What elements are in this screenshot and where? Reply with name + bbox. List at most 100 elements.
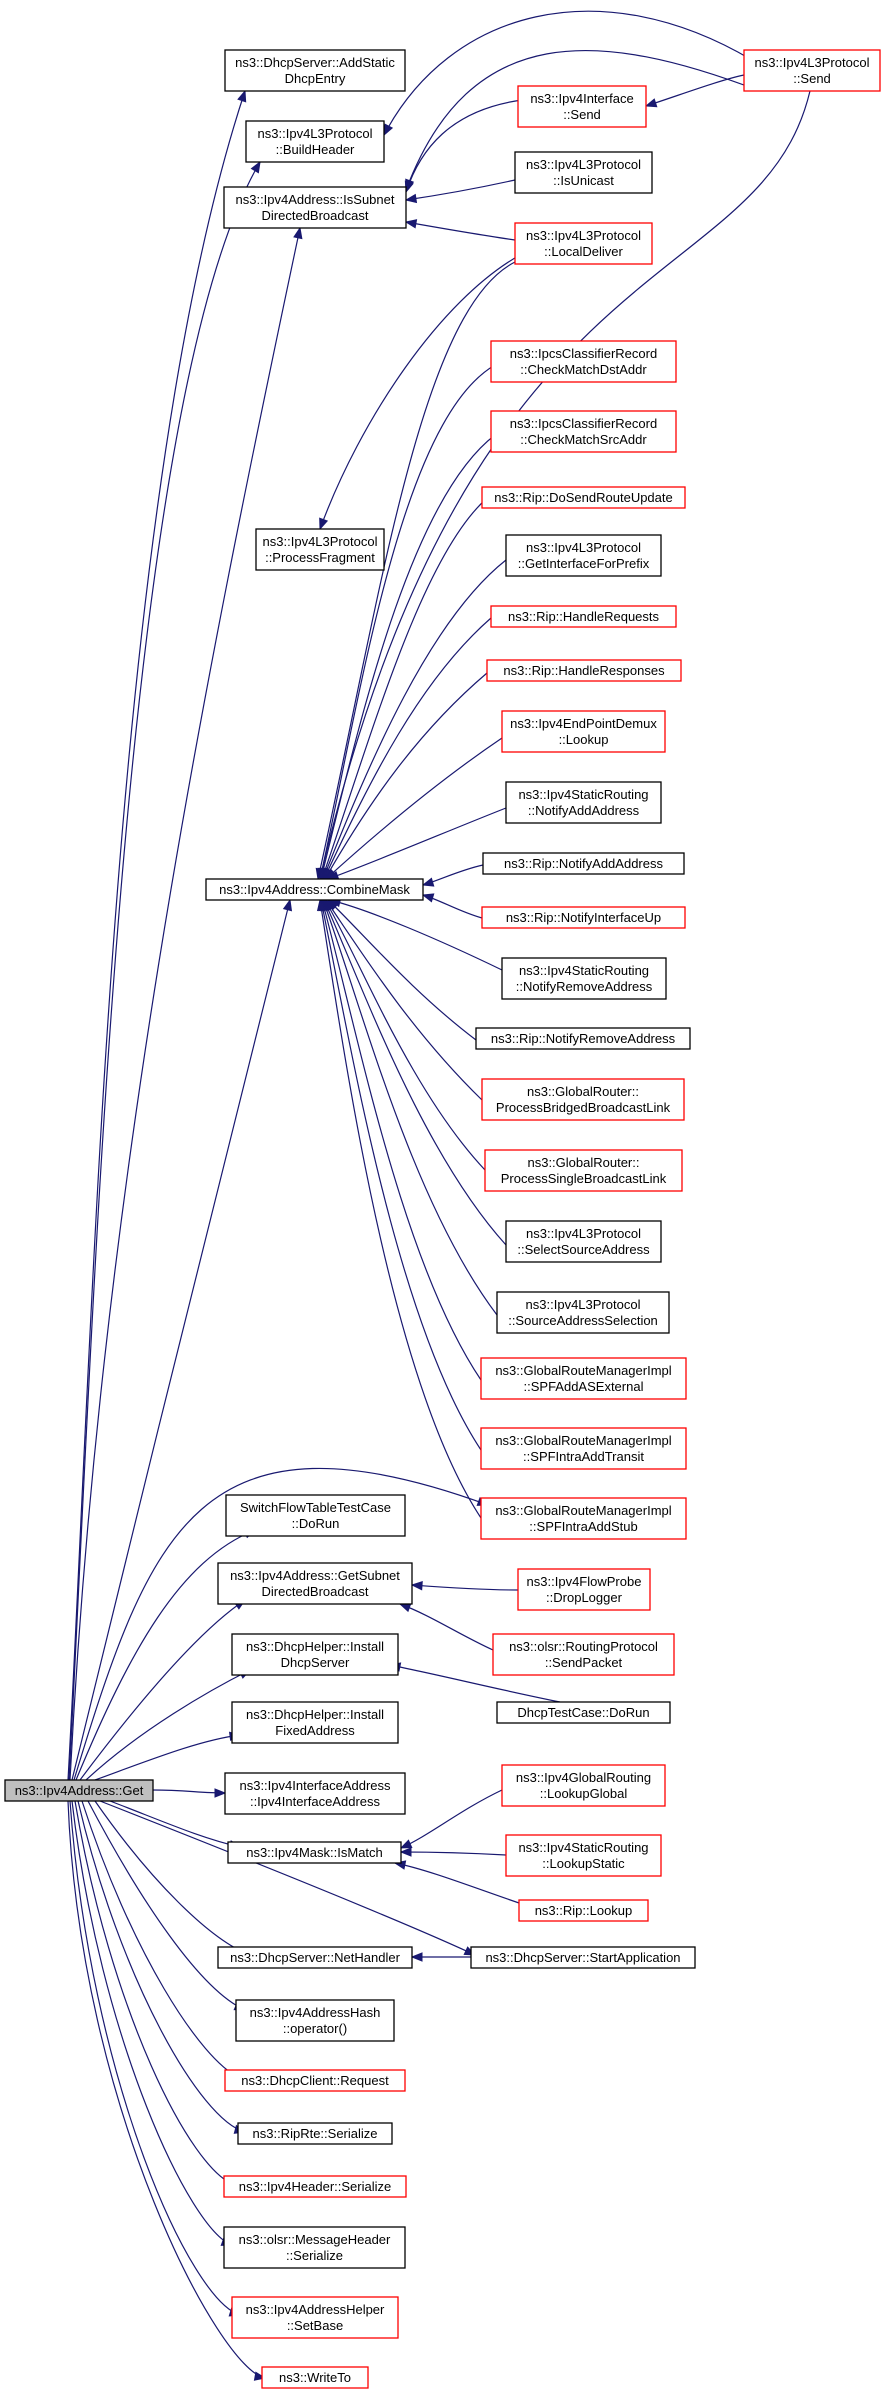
node-buildheader[interactable]: ns3::Ipv4L3Protocol::BuildHeader	[245, 120, 385, 163]
node-label-line: ns3::GlobalRouteManagerImpl	[495, 1503, 671, 1518]
node-label-line: ns3::GlobalRouteManagerImpl	[495, 1363, 671, 1378]
node-label-line: ::LookupStatic	[542, 1856, 625, 1871]
edge-startapp-to-nethandler	[410, 1952, 471, 1962]
node-label-line: ::SelectSourceAddress	[517, 1242, 650, 1257]
node-box	[224, 1772, 406, 1815]
edge-line	[69, 227, 301, 1781]
node-ifsend[interactable]: ns3::Ipv4Interface::Send	[517, 85, 647, 128]
edge-line	[79, 1599, 246, 1781]
edge-line	[67, 1800, 266, 2379]
node-ripadd[interactable]: ns3::Rip::NotifyAddAddress	[482, 852, 685, 875]
edge-line	[152, 1789, 226, 1794]
node-ripremove[interactable]: ns3::Rip::NotifyRemoveAddress	[475, 1027, 691, 1050]
node-box	[235, 1999, 395, 2042]
node-riplookup[interactable]: ns3::Rip::Lookup	[518, 1899, 649, 1922]
node-label-line: ns3::Ipv4GlobalRouting	[516, 1770, 651, 1785]
node-riprte[interactable]: ns3::RipRte::Serialize	[237, 2122, 393, 2145]
node-box	[514, 151, 653, 194]
node-lookupstatic[interactable]: ns3::Ipv4StaticRouting::LookupStatic	[505, 1834, 662, 1877]
edge-line	[645, 74, 745, 107]
node-box	[514, 222, 653, 265]
edge-hashop-to-get	[87, 1800, 247, 2011]
edge-line	[405, 49, 761, 191]
node-label-line: ns3::Rip::NotifyAddAddress	[504, 856, 663, 871]
node-switchflow[interactable]: SwitchFlowTableTestCase::DoRun	[225, 1494, 406, 1537]
node-droplogger[interactable]: ns3::Ipv4FlowProbe::DropLogger	[517, 1568, 651, 1611]
node-olsrsend[interactable]: ns3::olsr::RoutingProtocol::SendPacket	[492, 1633, 675, 1676]
node-isunicast[interactable]: ns3::Ipv4L3Protocol::IsUnicast	[514, 151, 653, 194]
node-box	[743, 49, 881, 92]
node-hashop[interactable]: ns3::Ipv4AddressHash::operator()	[235, 1999, 395, 2042]
node-procfrag[interactable]: ns3::Ipv4L3Protocol::ProcessFragment	[255, 528, 385, 571]
node-l3send[interactable]: ns3::Ipv4L3Protocol::Send	[743, 49, 881, 92]
node-label-line: ns3::Ipv4Mask::IsMatch	[246, 1845, 383, 1860]
edge-line	[75, 1529, 256, 1781]
edge-line	[327, 899, 477, 1041]
node-label-line: DhcpTestCase::DoRun	[517, 1705, 649, 1720]
node-ripifup[interactable]: ns3::Rip::NotifyInterfaceUp	[481, 906, 686, 929]
node-getsubnet[interactable]: ns3::Ipv4Address::GetSubnetDirectedBroad…	[217, 1562, 413, 1605]
node-nethandler[interactable]: ns3::DhcpServer::NetHandler	[217, 1946, 413, 1969]
edge-line	[324, 672, 488, 880]
node-ismatch[interactable]: ns3::Ipv4Mask::IsMatch	[227, 1841, 402, 1864]
node-srcsel[interactable]: ns3::Ipv4L3Protocol::SourceAddressSelect…	[496, 1291, 670, 1334]
node-selectsrc[interactable]: ns3::Ipv4L3Protocol::SelectSourceAddress	[505, 1220, 662, 1263]
node-issubnet[interactable]: ns3::Ipv4Address::IsSubnetDirectedBroadc…	[223, 186, 407, 229]
node-single[interactable]: ns3::GlobalRouter::ProcessSingleBroadcas…	[484, 1149, 683, 1192]
node-dhcpreq[interactable]: ns3::DhcpClient::Request	[224, 2069, 406, 2092]
node-handlereq[interactable]: ns3::Rip::HandleRequests	[490, 605, 677, 628]
node-box	[223, 186, 407, 229]
node-get[interactable]: ns3::Ipv4Address::Get	[4, 1779, 154, 1802]
edge-ifsend-to-issubnet	[404, 99, 523, 194]
node-spfext[interactable]: ns3::GlobalRouteManagerImpl::SPFAddASExt…	[480, 1357, 687, 1400]
node-label-line: ns3::Ipv4L3Protocol	[526, 228, 641, 243]
node-label-line: ns3::DhcpHelper::Install	[246, 1639, 384, 1654]
node-label-line: ns3::Rip::DoSendRouteUpdate	[494, 490, 673, 505]
node-box	[223, 2175, 407, 2198]
edge-line	[321, 499, 486, 880]
node-checksrc[interactable]: ns3::IpcsClassifierRecord::CheckMatchSrc…	[490, 410, 677, 453]
node-olsrmsg[interactable]: ns3::olsr::MessageHeader::Serialize	[223, 2226, 406, 2269]
node-lookupglobal[interactable]: ns3::Ipv4GlobalRouting::LookupGlobal	[501, 1764, 666, 1807]
node-staticremove[interactable]: ns3::Ipv4StaticRouting::NotifyRemoveAddr…	[501, 957, 667, 1000]
arrowhead-icon	[410, 1581, 423, 1591]
node-label-line: ::CheckMatchDstAddr	[520, 362, 647, 377]
edge-ripremove-to-combinemask	[327, 899, 477, 1041]
node-handleresp[interactable]: ns3::Rip::HandleResponses	[486, 659, 682, 682]
node-box	[231, 1701, 399, 1744]
node-box	[480, 1427, 687, 1470]
edge-line	[405, 221, 516, 241]
node-bridged[interactable]: ns3::GlobalRouter::ProcessBridgedBroadca…	[481, 1078, 685, 1121]
node-label-line: ::GetInterfaceForPrefix	[518, 556, 650, 571]
node-box	[225, 1494, 406, 1537]
node-label-line: ns3::Ipv4L3Protocol	[258, 126, 373, 141]
node-epdemux[interactable]: ns3::Ipv4EndPointDemux::Lookup	[501, 710, 666, 753]
node-spfstub[interactable]: ns3::GlobalRouteManagerImpl::SPFIntraAdd…	[480, 1497, 687, 1540]
node-writeto[interactable]: ns3::WriteTo	[261, 2366, 369, 2389]
node-setbase[interactable]: ns3::Ipv4AddressHelper::SetBase	[231, 2296, 399, 2339]
node-ifaddr[interactable]: ns3::Ipv4InterfaceAddress::Ipv4Interface…	[224, 1772, 406, 1815]
node-box	[237, 2122, 393, 2145]
node-spftransit[interactable]: ns3::GlobalRouteManagerImpl::SPFIntraAdd…	[480, 1427, 687, 1470]
node-label-line: ::NotifyRemoveAddress	[516, 979, 653, 994]
node-ipv4hdr[interactable]: ns3::Ipv4Header::Serialize	[223, 2175, 407, 2198]
node-dhcptest[interactable]: DhcpTestCase::DoRun	[496, 1701, 671, 1724]
node-dosend[interactable]: ns3::Rip::DoSendRouteUpdate	[481, 486, 686, 509]
node-startapp[interactable]: ns3::DhcpServer::StartApplication	[470, 1946, 696, 1969]
arrowhead-icon	[398, 1603, 412, 1613]
node-checkdst[interactable]: ns3::IpcsClassifierRecord::CheckMatchDst…	[490, 340, 677, 383]
edge-line	[99, 1800, 476, 1956]
arrowhead-icon	[421, 893, 435, 903]
arrowhead-icon	[383, 123, 394, 137]
node-localdeliver[interactable]: ns3::Ipv4L3Protocol::LocalDeliver	[514, 222, 653, 265]
node-getiface[interactable]: ns3::Ipv4L3Protocol::GetInterfaceForPref…	[505, 534, 662, 577]
node-combinemask[interactable]: ns3::Ipv4Address::CombineMask	[205, 878, 424, 901]
node-label-line: ns3::RipRte::Serialize	[253, 2126, 378, 2141]
edge-line	[322, 899, 498, 1316]
edge-line	[94, 1800, 251, 1956]
node-box	[231, 1633, 399, 1676]
node-staticadd[interactable]: ns3::Ipv4StaticRouting::NotifyAddAddress	[505, 781, 662, 824]
